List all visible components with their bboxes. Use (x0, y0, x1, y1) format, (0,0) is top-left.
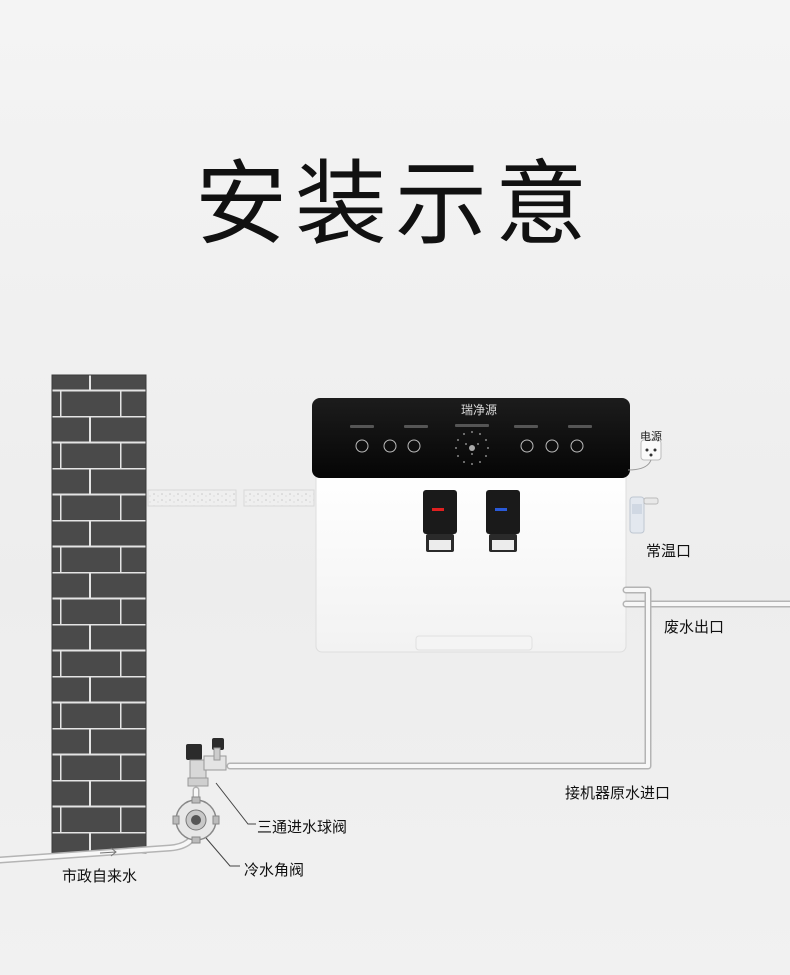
brick-wall (52, 375, 146, 853)
normal-temp-outlet-label: 常温口 (646, 542, 692, 560)
cold-water-tap (486, 490, 520, 552)
tap-water-label: 市政自来水 (62, 867, 138, 885)
three-way-valve-icon (186, 738, 227, 787)
normal-temp-tap-icon (629, 496, 659, 534)
cold-angle-valve-icon (172, 796, 220, 844)
brand-logo: 瑞净源 (460, 403, 497, 417)
hot-water-tap (423, 490, 457, 552)
waste-outlet-label: 废水出口 (664, 618, 725, 636)
raw-water-inlet-label: 接机器原水进口 (565, 784, 671, 802)
power-socket-icon (627, 439, 662, 471)
flow-arrow-icon (99, 847, 117, 857)
page-title: 安装示意 (194, 151, 595, 258)
leader-lines (205, 782, 256, 867)
power-label: 电源 (640, 430, 662, 443)
water-purifier (312, 398, 630, 653)
cold-angle-valve-label: 冷水角阀 (244, 861, 305, 879)
three-way-valve-label: 三通进水球阀 (257, 818, 348, 836)
counter-shelf (147, 489, 315, 507)
